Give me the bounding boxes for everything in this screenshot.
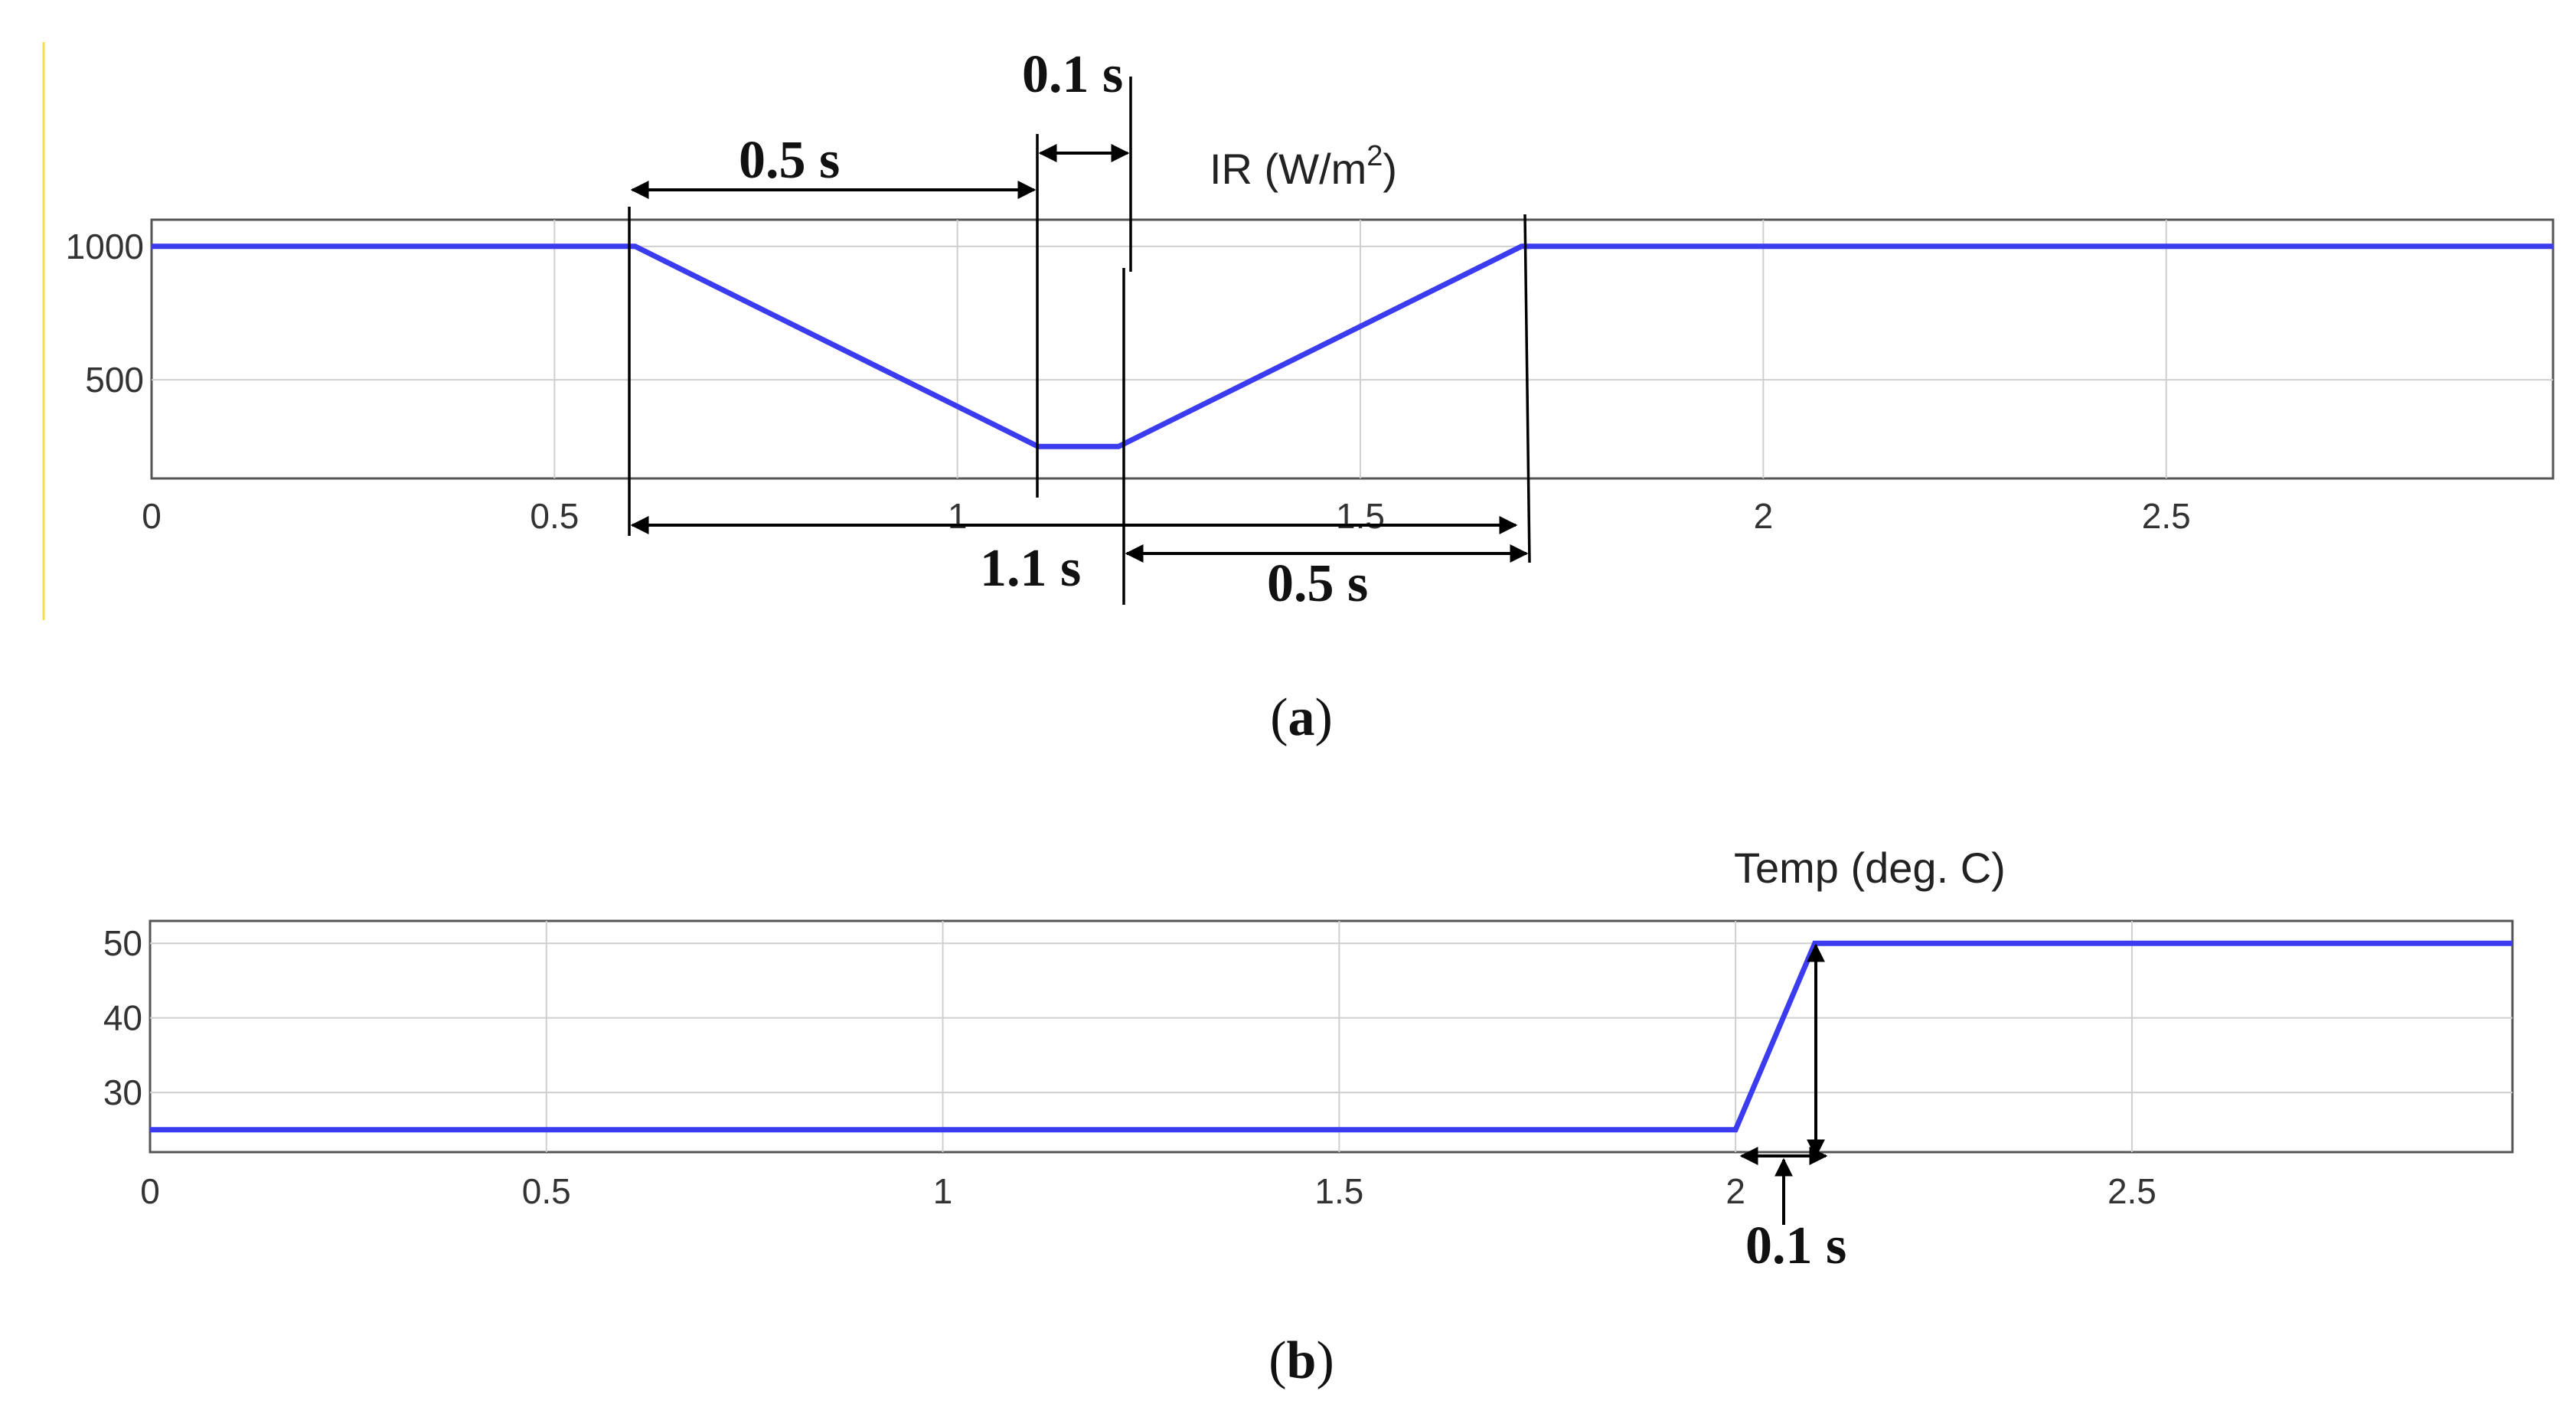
- annotation-line-ramp-end: [1523, 214, 1531, 563]
- plot-frame: [149, 919, 2514, 1154]
- panel-b-title: Temp (deg. C): [1734, 844, 2006, 892]
- annotation-0-1s: 0.1 s: [1022, 45, 1123, 104]
- y-tick-label: 50: [103, 923, 142, 963]
- y-tick-label: 30: [103, 1073, 142, 1112]
- annotation-0-1s-temp: 0.1 s: [1745, 1216, 1846, 1275]
- panel-b-annotations: 0.1 s: [1739, 943, 1846, 1275]
- panel-a-annotations: 0.5 s 0.1 s 1.1 s 0.5 s: [628, 45, 1531, 613]
- x-tick-label: 0: [140, 1171, 160, 1211]
- caption-a: (a): [1270, 688, 1333, 747]
- x-tick-label: 1: [948, 496, 968, 536]
- panel-b-plot-area: [149, 919, 2514, 1154]
- panel-b-x-tick-labels: 0 0.5 1 1.5 2 2.5: [140, 1171, 2156, 1211]
- x-tick-label: 0.5: [530, 496, 579, 536]
- x-tick-label: 1: [933, 1171, 953, 1211]
- x-tick-label: 0.5: [522, 1171, 571, 1211]
- panel-a-ir-chart: 500 1000 0 0.5 1 1.5 2 2.5 IR (W/m2) 0.5 s 0.1…: [42, 42, 2555, 747]
- caption-b: (b): [1268, 1331, 1334, 1390]
- x-tick-label: 0: [142, 496, 162, 536]
- panel-a-title: IR (W/m2): [1210, 140, 1397, 193]
- x-tick-label: 1.5: [1336, 496, 1385, 536]
- series-line: [150, 940, 2512, 1133]
- panel-a-y-tick-labels: 500 1000: [66, 227, 144, 400]
- panel-a-plot-area: [150, 218, 2555, 480]
- x-tick-label: 2: [1725, 1171, 1745, 1211]
- x-tick-label: 2.5: [2107, 1171, 2156, 1211]
- series-line: [152, 243, 2553, 449]
- y-tick-label: 40: [103, 998, 142, 1038]
- y-tick-label: 1000: [66, 227, 144, 266]
- plot-frame: [150, 218, 2555, 480]
- annotation-0-5s-bottom: 0.5 s: [1267, 554, 1368, 613]
- panel-a-x-tick-labels: 0 0.5 1 1.5 2 2.5: [142, 496, 2190, 536]
- panel-b-y-tick-labels: 30 40 50: [103, 923, 142, 1112]
- x-tick-label: 1.5: [1314, 1171, 1363, 1211]
- annotation-0-5s-top: 0.5 s: [739, 131, 840, 190]
- x-tick-label: 2: [1754, 496, 1774, 536]
- x-tick-label: 2.5: [2142, 496, 2191, 536]
- y-tick-label: 500: [85, 360, 144, 400]
- annotation-1-1s: 1.1 s: [980, 539, 1081, 598]
